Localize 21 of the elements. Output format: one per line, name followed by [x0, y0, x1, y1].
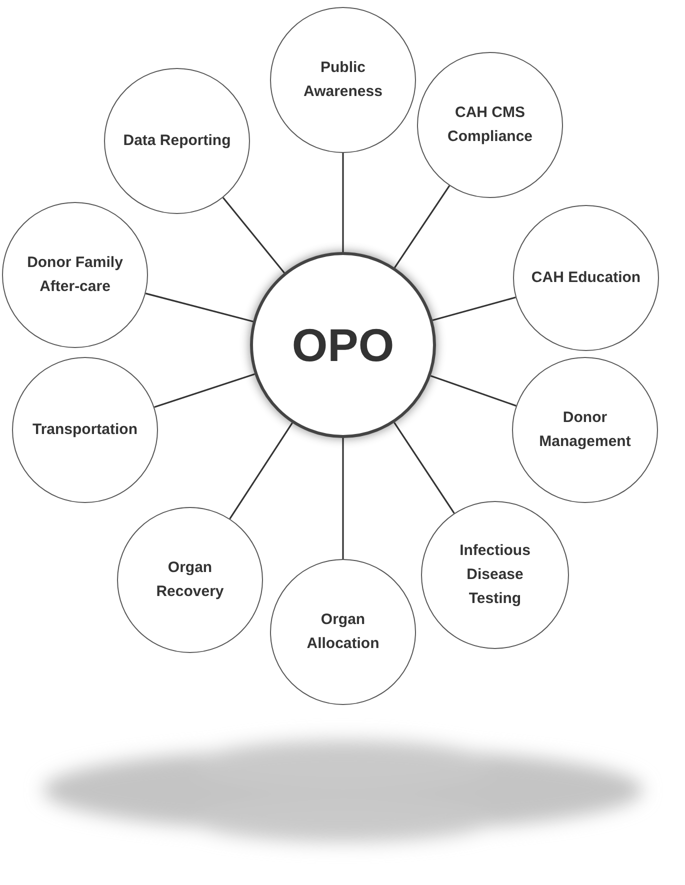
connector-line	[430, 375, 516, 407]
connector-line	[394, 185, 450, 268]
connector-line	[432, 296, 516, 322]
topic-label: Public Awareness	[302, 58, 384, 102]
topic-label: Transportation	[31, 420, 138, 440]
connector-line	[342, 153, 344, 252]
connector-line	[229, 422, 293, 520]
connector-line	[342, 438, 344, 559]
topic-label: Organ Allocation	[306, 610, 380, 654]
connector-line	[394, 422, 455, 514]
topic-label: CAH CMS Compliance	[446, 103, 534, 147]
hub-label: OPO	[292, 322, 394, 368]
connector-line	[222, 197, 285, 274]
topic-label: Donor Management	[538, 408, 632, 452]
connector-line	[145, 292, 254, 322]
topic-label: Infectious Disease Testing	[458, 541, 532, 609]
topic-label: CAH Education	[530, 268, 642, 288]
topic-label: Organ Recovery	[155, 558, 225, 602]
topic-label: Donor Family After-care	[26, 253, 124, 297]
connector-line	[154, 373, 255, 408]
topic-label: Data Reporting	[122, 131, 232, 151]
